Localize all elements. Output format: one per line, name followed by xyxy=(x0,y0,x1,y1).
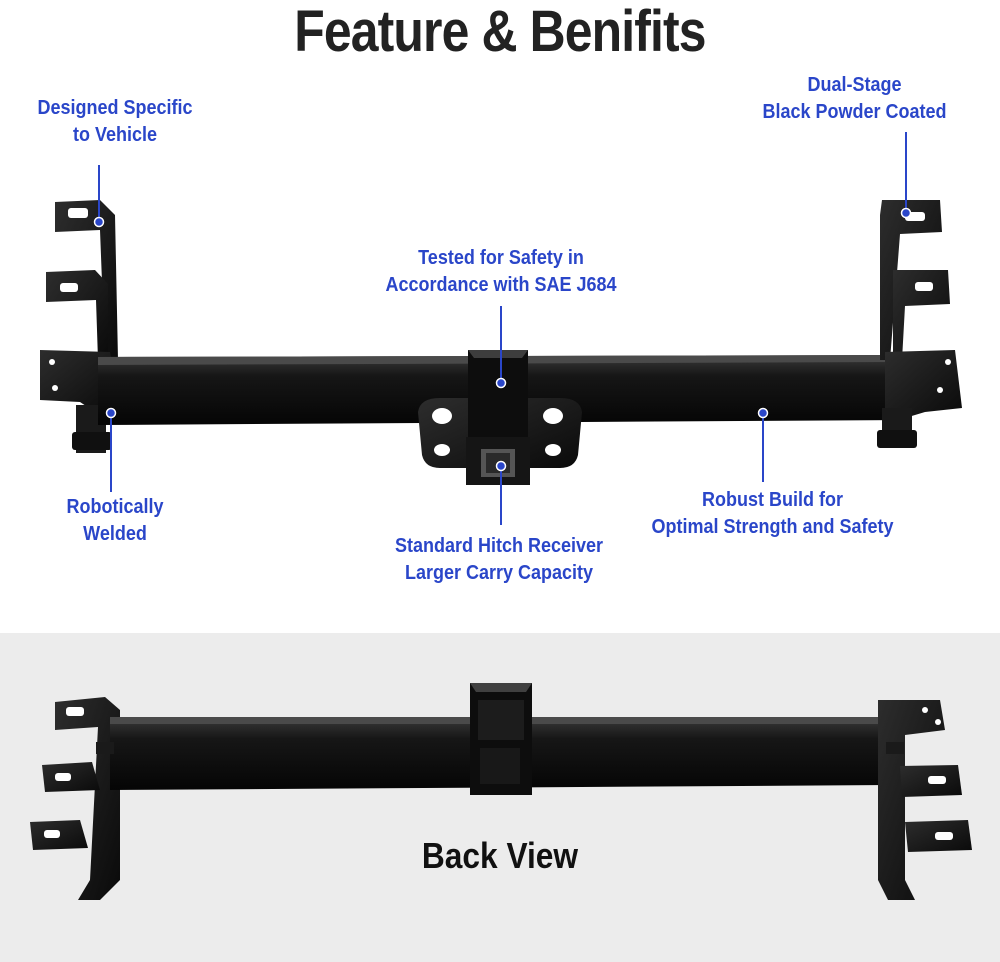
callout-line: Standard Hitch Receiver xyxy=(394,535,604,557)
right-bracket xyxy=(877,200,962,448)
callout-line: Larger Carry Capacity xyxy=(404,562,594,584)
callout-robotically-welded: Robotically Welded xyxy=(48,494,183,548)
back-view-hitch xyxy=(30,683,972,900)
callout-line: Tested for Safety in xyxy=(418,247,584,269)
callout-line: Robotically xyxy=(66,496,164,518)
callout-powder-coated: Dual-Stage Black Powder Coated xyxy=(753,72,956,126)
back-view-label: Back View xyxy=(421,835,579,876)
callout-line: Welded xyxy=(83,523,147,545)
callout-line: to Vehicle xyxy=(72,124,158,146)
callout-dots xyxy=(93,207,912,472)
callout-line: Black Powder Coated xyxy=(762,101,947,123)
page-title: Feature & Benifits xyxy=(294,0,706,64)
callout-line: Optimal Strength and Safety xyxy=(651,516,894,538)
callout-hitch-receiver: Standard Hitch Receiver Larger Carry Cap… xyxy=(383,533,615,587)
callout-robust-build: Robust Build for Optimal Strength and Sa… xyxy=(644,487,901,541)
callout-line: Designed Specific xyxy=(37,97,193,119)
callout-designed-specific: Designed Specific to Vehicle xyxy=(25,95,205,149)
callout-leaders xyxy=(98,132,907,525)
callout-line: Robust Build for xyxy=(702,489,843,511)
callout-line: Accordance with SAE J684 xyxy=(385,274,617,296)
callout-line: Dual-Stage xyxy=(807,74,902,96)
callout-tested-safety: Tested for Safety in Accordance with SAE… xyxy=(379,245,624,299)
